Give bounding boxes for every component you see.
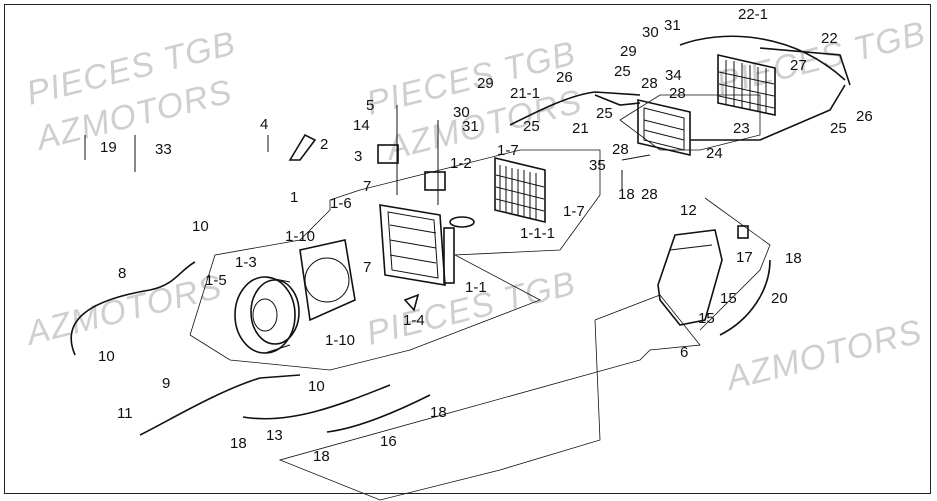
oil-lines [509,35,851,141]
part-label: 26 [856,108,873,125]
part-label: 26 [556,69,573,86]
part-label: 27 [790,57,807,74]
radiator-grille [494,156,546,224]
part-label: 23 [733,120,750,137]
part-label: 1-7 [497,142,519,159]
part-label: 1-1 [465,279,487,296]
part-label: 21-1 [510,85,540,102]
part-label: 1-6 [330,195,352,212]
part-label: 33 [155,141,172,158]
part-label: 18 [785,250,802,267]
callout-labels: 1 1-1 1-1-1 1-2 1-3 1-4 1-5 1-6 1-7 1-7 … [98,6,873,465]
part-label: 28 [612,141,629,158]
part-label: 7 [363,259,371,276]
part-label: 10 [308,378,325,395]
reservoir-tank [657,225,771,336]
part-label: 7 [363,178,371,195]
part-label: 14 [353,117,370,134]
part-label: 25 [830,120,847,137]
part-label: 13 [266,427,283,444]
part-label: 11 [117,405,133,422]
part-label: 25 [523,118,540,135]
cooling-fan [234,239,356,354]
part-label: 19 [100,139,117,156]
part-label: 15 [698,310,715,327]
part-label: 31 [462,118,479,135]
part-label: 1-3 [235,254,257,271]
radiator-assembly [379,204,475,286]
part-label: 34 [665,67,682,84]
part-label: 25 [614,63,631,80]
part-label: 6 [680,344,688,361]
part-label: 2 [320,136,328,153]
part-label: 16 [380,433,397,450]
part-label: 24 [706,145,723,162]
part-label: 1-7 [563,203,585,220]
part-label: 1-10 [325,332,355,349]
part-label: 1-4 [403,312,425,329]
part-label: 15 [720,290,737,307]
part-label: 1 [290,189,298,206]
part-label: 28 [669,85,686,102]
part-label: 29 [477,75,494,92]
part-label: 22 [821,30,838,47]
part-label: 18 [230,435,247,452]
part-label: 25 [596,105,613,122]
part-label: 9 [162,375,170,392]
part-label: 1-5 [205,272,227,289]
diagram-frame [4,4,931,494]
part-label: 10 [192,218,209,235]
watermark: AZMOTORS [721,312,926,398]
part-label: 12 [680,202,697,219]
part-label: 1-1-1 [520,225,555,242]
assembly-outlines [189,94,771,501]
part-label: 29 [620,43,637,60]
hardware [84,105,651,312]
part-label: 22-1 [738,6,768,23]
coolant-hoses [70,261,431,436]
part-label: 21 [572,120,589,137]
oil-cooler [637,98,691,157]
part-label: 10 [98,348,115,365]
oil-cooler-grille [717,53,776,116]
part-label: 3 [354,148,362,165]
part-label: 1-2 [450,155,472,172]
part-label: 20 [771,290,788,307]
part-label: 5 [366,97,374,114]
part-label: 28 [641,75,658,92]
part-label: 28 [641,186,658,203]
part-label: 18 [430,404,447,421]
part-label: 18 [313,448,330,465]
part-label: 35 [589,157,606,174]
part-label: 18 [618,186,635,203]
part-label: 17 [736,249,753,266]
part-label: 30 [642,24,659,41]
part-label: 1-10 [285,228,315,245]
part-label: 4 [260,116,268,133]
part-label: 31 [664,17,681,34]
grille-mesh [495,165,545,219]
part-label: 30 [453,104,470,121]
part-label: 8 [118,265,126,282]
